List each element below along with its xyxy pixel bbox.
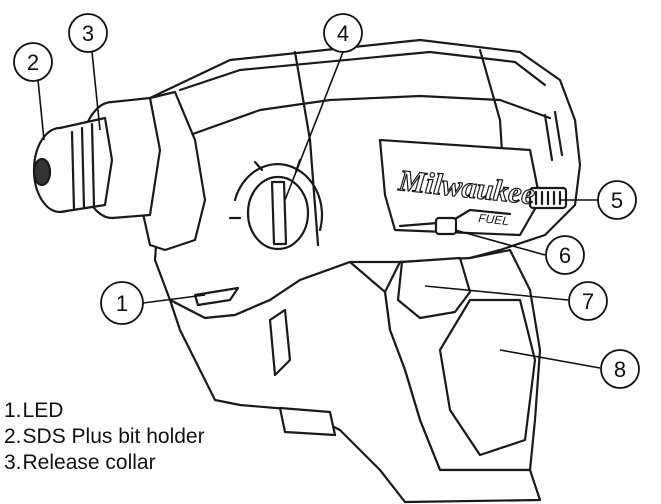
callout-5: 5 [597,180,637,220]
leader-line-8 [499,349,601,369]
legend-label: LED [22,399,64,422]
callout-8: 8 [600,349,640,389]
callout-label: 7 [582,289,594,314]
leader-line-6 [454,229,546,256]
callouts: 1 2 3 4 5 6 7 8 [13,13,640,389]
battery-latch [278,406,337,437]
callout-label: 8 [614,357,626,382]
callout-7: 7 [568,281,608,321]
callout-label: 3 [82,21,94,46]
leader-lines [37,51,601,369]
callout-4: 4 [323,13,363,53]
callout-label: 4 [337,21,349,46]
brand-sub-text: FUEL [478,211,510,228]
legend-number: 3. [4,451,22,474]
callout-1: 1 [100,281,144,325]
parts-legend: 1.LED 2.SDS Plus bit holder 3.Release co… [4,398,205,476]
legend-item: 1.LED [4,398,205,424]
leader-line-2 [37,79,45,141]
callout-label: 5 [611,188,623,213]
selector-bezel [233,163,324,232]
leader-line-4 [284,51,344,201]
callout-label: 1 [116,291,128,316]
housing-seam [293,50,320,247]
callout-2: 2 [13,42,53,82]
trigger [396,256,472,320]
callout-label: 2 [27,50,39,75]
logo-panel [378,138,542,237]
speed-selector-grip [534,190,562,206]
callout-3: 3 [68,13,108,53]
mode-selector-slot [270,180,288,246]
housing-ridge [178,50,547,92]
legend-number: 2. [4,425,22,448]
bit-holder-grooves [70,122,96,212]
grip-panel [438,298,537,457]
leader-line-1 [142,294,206,304]
bit-socket [32,157,52,187]
release-collar-body [110,96,162,220]
legend-label: Release collar [22,451,156,474]
legend-item: 3.Release collar [4,450,205,476]
callout-6: 6 [545,235,585,275]
legend-label: SDS Plus bit holder [22,425,205,448]
leader-line-3 [91,51,101,131]
tool-illustration [32,38,582,504]
side-vent [268,308,292,377]
direction-switch [434,216,458,236]
housing-ridge [188,94,552,137]
bit-holder-body [58,116,114,214]
housing-vent [543,110,564,162]
legend-item: 2.SDS Plus bit holder [4,424,205,450]
logo-lightning [398,208,512,228]
lower-body [168,260,542,504]
led-lens [193,286,240,307]
legend-number: 1. [4,399,22,422]
callout-label: 6 [559,243,571,268]
leader-line-7 [424,285,569,301]
